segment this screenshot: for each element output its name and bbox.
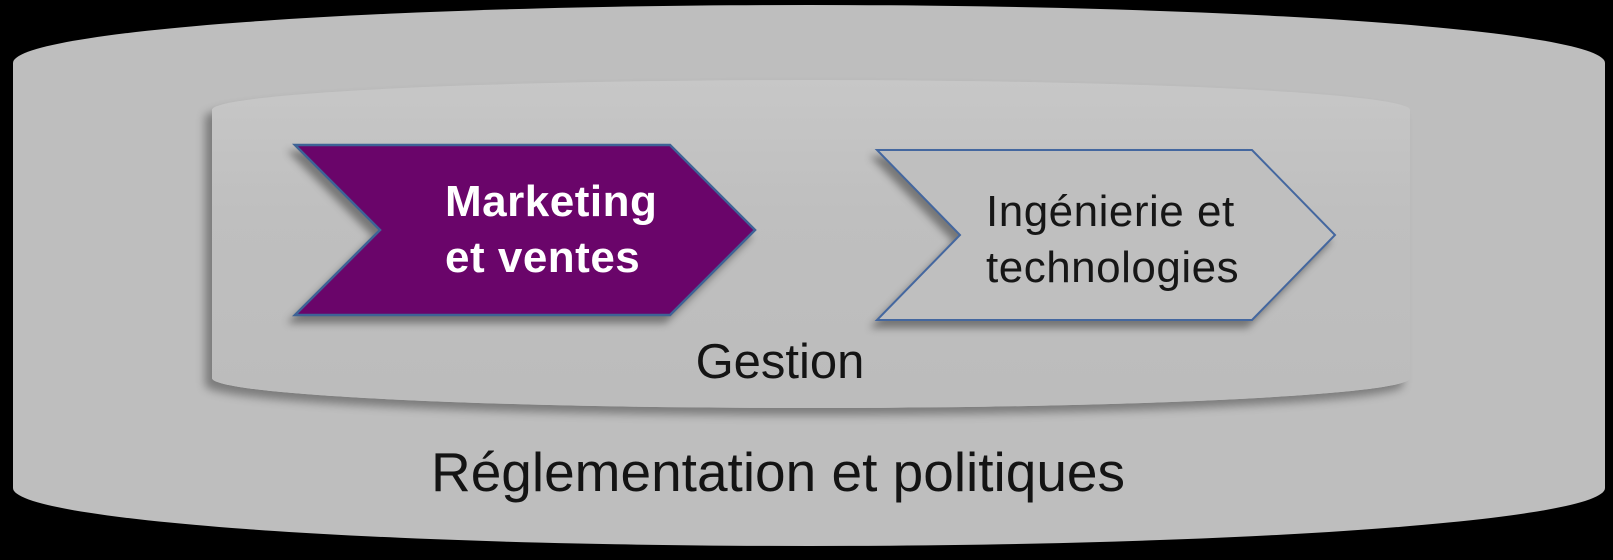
step-label-line: Marketing xyxy=(445,177,658,226)
step-marketing-chevron: Marketing et ventes xyxy=(292,142,758,318)
regulation-zone-label: Réglementation et politiques xyxy=(430,441,1126,503)
step-label-line: Ingénierie et xyxy=(986,187,1235,236)
chevron-arrow-icon xyxy=(874,149,1337,321)
step-marketing-label: Marketing et ventes xyxy=(292,145,758,315)
step-engineering-chevron: Ingénierie et technologies xyxy=(874,147,1340,323)
chevron-shape xyxy=(292,143,757,317)
chevron-arrow-icon xyxy=(292,143,757,317)
step-label-line: et ventes xyxy=(445,233,641,282)
gestion-zone-label: Gestion xyxy=(695,335,865,389)
step-engineering-label: Ingénierie et technologies xyxy=(874,150,1340,320)
step-label-line: technologies xyxy=(986,243,1240,292)
chevron-shape xyxy=(874,149,1337,321)
